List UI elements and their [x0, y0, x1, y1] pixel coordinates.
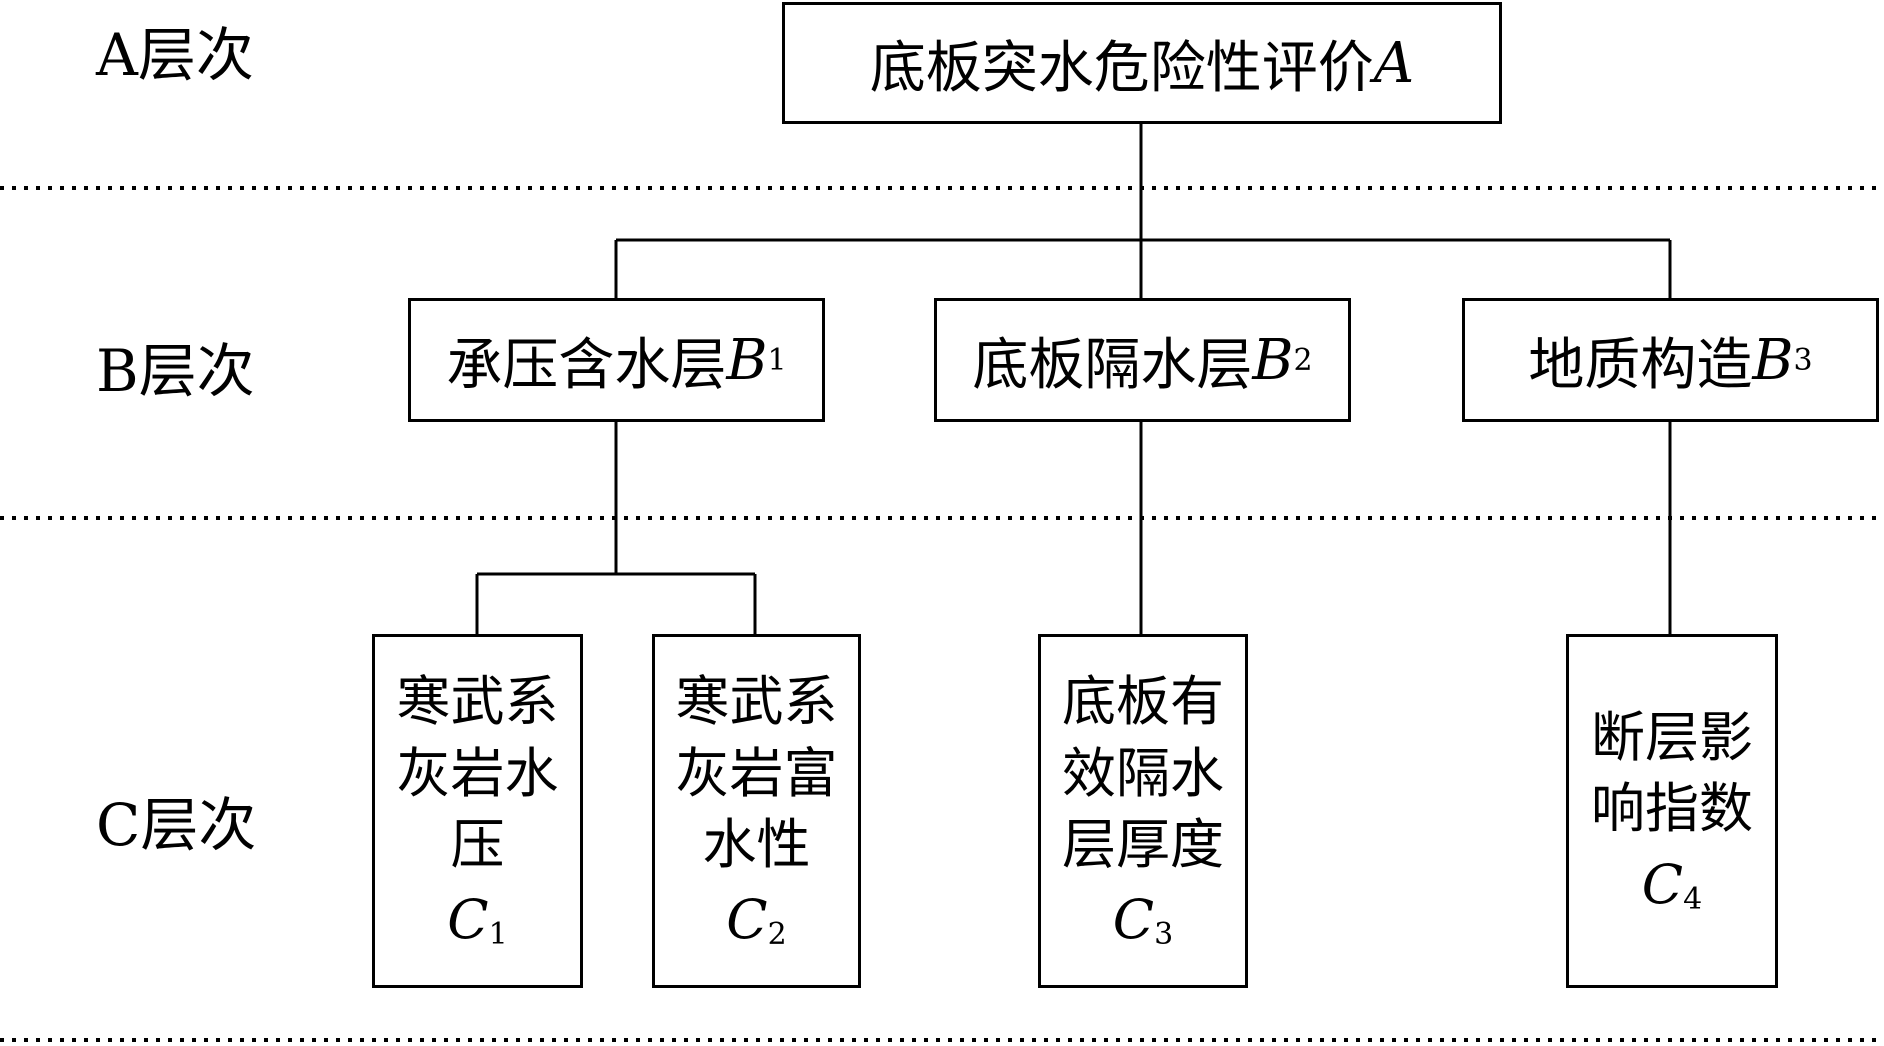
criterion-subscript: 3 — [1793, 342, 1813, 378]
indicator-line: 响指数 — [1591, 777, 1753, 841]
indicator-line: 断层影 — [1591, 706, 1753, 770]
indicator-box-c3: 底板有 效隔水 层厚度 C3 — [1038, 634, 1248, 988]
indicator-subscript: 3 — [1154, 917, 1174, 953]
indicator-line: 寒武系 — [675, 670, 838, 734]
indicator-symbol-line: C4 — [1642, 849, 1702, 920]
criterion-text: 地质构造 — [1528, 332, 1753, 398]
criterion-text: 承压含水层 — [446, 332, 727, 398]
indicator-symbol: C — [1112, 888, 1155, 952]
indicator-box-c1: 寒武系 灰岩水 压 C1 — [372, 634, 583, 988]
indicator-line: 底板有 — [1062, 670, 1224, 734]
indicator-symbol: C — [447, 888, 489, 952]
criterion-symbol: B — [726, 327, 768, 393]
indicator-line: 水性 — [702, 813, 811, 876]
level-label-b: B层次 — [96, 337, 255, 405]
criterion-subscript: 1 — [767, 342, 787, 378]
indicator-line: 压 — [450, 813, 505, 876]
indicator-line: 层厚度 — [1062, 813, 1224, 876]
goal-symbol: A — [1373, 30, 1415, 96]
goal-text: 底板突水危险性评价 — [869, 35, 1374, 101]
indicator-subscript: 4 — [1683, 881, 1703, 917]
criterion-symbol: B — [1752, 327, 1794, 393]
connector-lines — [475, 124, 1672, 634]
criterion-text: 底板隔水层 — [972, 332, 1253, 398]
indicator-line: 寒武系 — [396, 670, 559, 734]
indicator-line: 灰岩富 — [675, 741, 838, 805]
criterion-subscript: 2 — [1293, 342, 1313, 378]
indicator-box-c4: 断层影 响指数 C4 — [1566, 634, 1778, 988]
indicator-line: 效隔水 — [1062, 741, 1224, 805]
level-separators — [0, 186, 1884, 1042]
indicator-symbol-line: C2 — [726, 884, 786, 955]
indicator-line: 灰岩水 — [396, 741, 559, 805]
indicator-symbol-line: C1 — [447, 884, 507, 955]
indicator-symbol: C — [1641, 852, 1684, 916]
level-label-c: C层次 — [96, 791, 257, 859]
indicator-subscript: 1 — [488, 917, 508, 953]
indicator-subscript: 2 — [767, 917, 787, 953]
indicator-box-c2: 寒武系 灰岩富 水性 C2 — [652, 634, 861, 988]
criterion-symbol: B — [1252, 327, 1294, 393]
indicator-symbol: C — [726, 888, 768, 952]
indicator-symbol-line: C3 — [1113, 884, 1173, 955]
level-label-a: A层次 — [96, 21, 254, 89]
